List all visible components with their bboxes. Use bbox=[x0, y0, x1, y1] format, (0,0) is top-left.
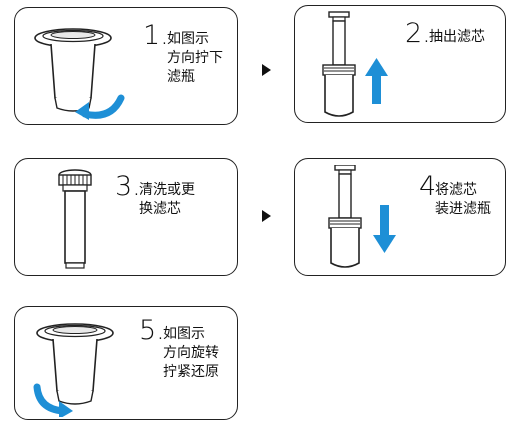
step-text-4: 将滤芯 装进滤瓶 bbox=[435, 182, 491, 217]
step-number-1: 1. bbox=[143, 20, 169, 51]
filter-cartridge-icon bbox=[58, 169, 92, 269]
step-number-4: 4. bbox=[419, 171, 445, 202]
arrow-right-icon bbox=[262, 210, 271, 222]
step-card-5: 5. 如图示 方向旋转 拧紧还原 bbox=[14, 306, 238, 420]
step-text-5: 如图示 方向旋转 拧紧还原 bbox=[163, 326, 219, 380]
filter-bowl-screw-icon bbox=[33, 323, 114, 417]
step-text-2: 抽出滤芯 bbox=[429, 29, 485, 45]
step-text-3: 清洗或更 换滤芯 bbox=[139, 182, 195, 217]
filter-cartridge-insert-icon bbox=[328, 165, 396, 268]
filter-bowl-unscrew-icon bbox=[34, 28, 125, 120]
filter-cartridge-pull-up-icon bbox=[322, 11, 388, 117]
step-number-5: 5. bbox=[139, 315, 165, 346]
step-card-2: 2. 抽出滤芯 bbox=[294, 5, 506, 123]
step-text-1: 如图示 方向拧下 滤瓶 bbox=[167, 31, 223, 85]
step-card-3: 3. 清洗或更 换滤芯 bbox=[14, 158, 238, 276]
arrow-right-icon bbox=[262, 64, 271, 76]
step-number-3: 3. bbox=[115, 171, 141, 202]
step-number-2: 2. bbox=[405, 18, 431, 49]
step-card-4: 4. 将滤芯 装进滤瓶 bbox=[294, 158, 506, 276]
step-card-1: 1. 如图示 方向拧下 滤瓶 bbox=[14, 7, 238, 125]
